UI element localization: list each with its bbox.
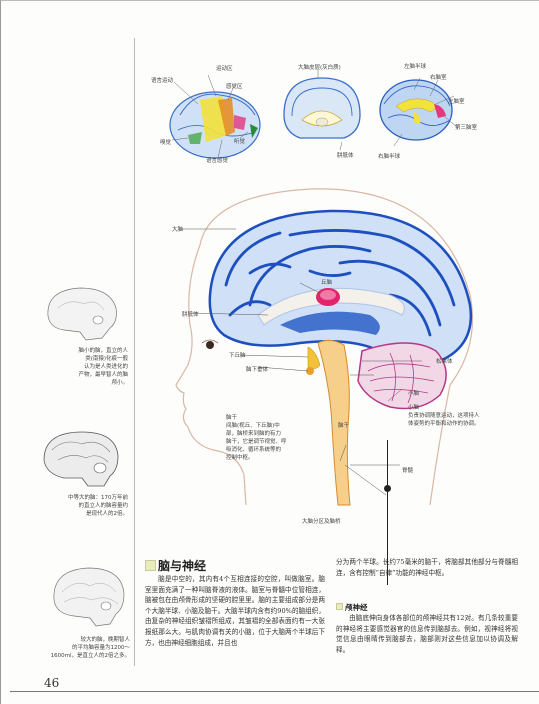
- section-title-text: 脑与神经: [158, 559, 206, 573]
- label-motor: 运动区: [216, 64, 233, 72]
- label-speech-sensory: 语言感觉: [206, 156, 228, 164]
- skull-3-illustration: [48, 564, 128, 630]
- right-paragraph-2-text: 由脑底伸向身体各部位的颅神经共有12对。有几条较重要的神经将主要感觉器官的信息传…: [336, 614, 518, 654]
- subsection-square-icon: [336, 603, 343, 610]
- label-hypothalamus: 下丘脑: [229, 351, 246, 359]
- label-third-ventricle: 第三脑室: [455, 123, 477, 131]
- label-right-ventricle: 右脑室: [430, 73, 447, 81]
- section-square-icon: [145, 560, 156, 571]
- bottom-rule: [10, 691, 539, 692]
- label-left-hemisphere: 左脑半球: [404, 62, 426, 70]
- label-callosum-top: 胼胝体: [337, 151, 354, 159]
- left-paragraph-text: 脑是中空的，其内有4个互相连接的空腔，叫做脑室。脑室里面充满了一种叫脑脊液的液体…: [145, 575, 325, 647]
- section-title: 脑与神经: [145, 557, 206, 574]
- pointer-dot: [384, 485, 391, 492]
- skull-1-illustration: [40, 282, 124, 344]
- brain-areas-diagram: [160, 60, 280, 170]
- label-hearing: 听觉: [234, 137, 245, 145]
- right-paragraph: 分为两个半球。长约75毫米的脑干，将脑部其他部分与脊髓相连，含有控制“自律”功能…: [336, 557, 518, 578]
- right-paragraph-2: 由脑底伸向身体各部位的颅神经共有12对。有几条较重要的神经将主要感觉器官的信息传…: [336, 613, 518, 655]
- brain-cross-section-diagram: [278, 70, 366, 160]
- label-pituitary: 脑下垂体: [246, 365, 268, 373]
- page-number: 46: [44, 676, 59, 690]
- label-cortex: 大脑皮层(灰白质): [298, 63, 341, 71]
- cerebellum-note: 小脑 负责协调随意运动，这项持人 体姿势的平衡和动作的协调。: [408, 404, 516, 428]
- label-corpus-callosum: 胼胝体: [182, 310, 199, 318]
- brain-sagittal-illustration: [140, 175, 520, 515]
- label-cerebellum: 小脑: [408, 389, 419, 397]
- label-spinal-cord: 脊髓: [402, 466, 413, 474]
- subsection-title: 颅神经: [336, 602, 368, 613]
- label-brainstem: 脑干: [338, 421, 349, 429]
- left-paragraph: 脑是中空的，其内有4个互相连接的空腔，叫做脑室。脑室里面充满了一种叫脑脊液的液体…: [145, 574, 325, 648]
- brainstem-note: 脑干 间脑(视丘、下丘脑)中 部，脑桥来到脑的有力 脑干，它是调节视觉、呼 吸消…: [226, 414, 306, 462]
- skull-2-illustration: [38, 428, 124, 490]
- label-thalamus: 丘脑: [321, 278, 332, 286]
- brain-ventricles-diagram: [374, 66, 464, 152]
- label-smell: 嗅觉: [160, 138, 171, 146]
- skull-2-caption: 中等大的脑：170万年前 的直立人的脑容量约 是现代人的2倍。: [38, 494, 128, 518]
- label-speech-motor: 语言运动: [151, 76, 173, 84]
- label-right-hemisphere: 右脑半球: [378, 152, 400, 160]
- skull-3-caption: 较大的脑，晚期智人 的平均脑容量为1200～ 1600ml，是直立人的2倍之多。: [36, 636, 130, 660]
- skull-1-caption: 脑小的脑，直立的人 类(南猿)化痕一般 认为是人类进化的 产物，最早智人的脑 颅…: [36, 347, 128, 387]
- label-pineal: 松果体: [436, 357, 453, 365]
- column-rule: [134, 38, 135, 666]
- figure-caption: 大脑分区及脑桥: [302, 518, 341, 526]
- label-cerebrum: 大脑: [172, 225, 183, 233]
- label-left-ventricle: 左脑室: [448, 97, 465, 105]
- subsection-title-text: 颅神经: [345, 603, 368, 612]
- label-sensory: 感觉区: [226, 82, 243, 90]
